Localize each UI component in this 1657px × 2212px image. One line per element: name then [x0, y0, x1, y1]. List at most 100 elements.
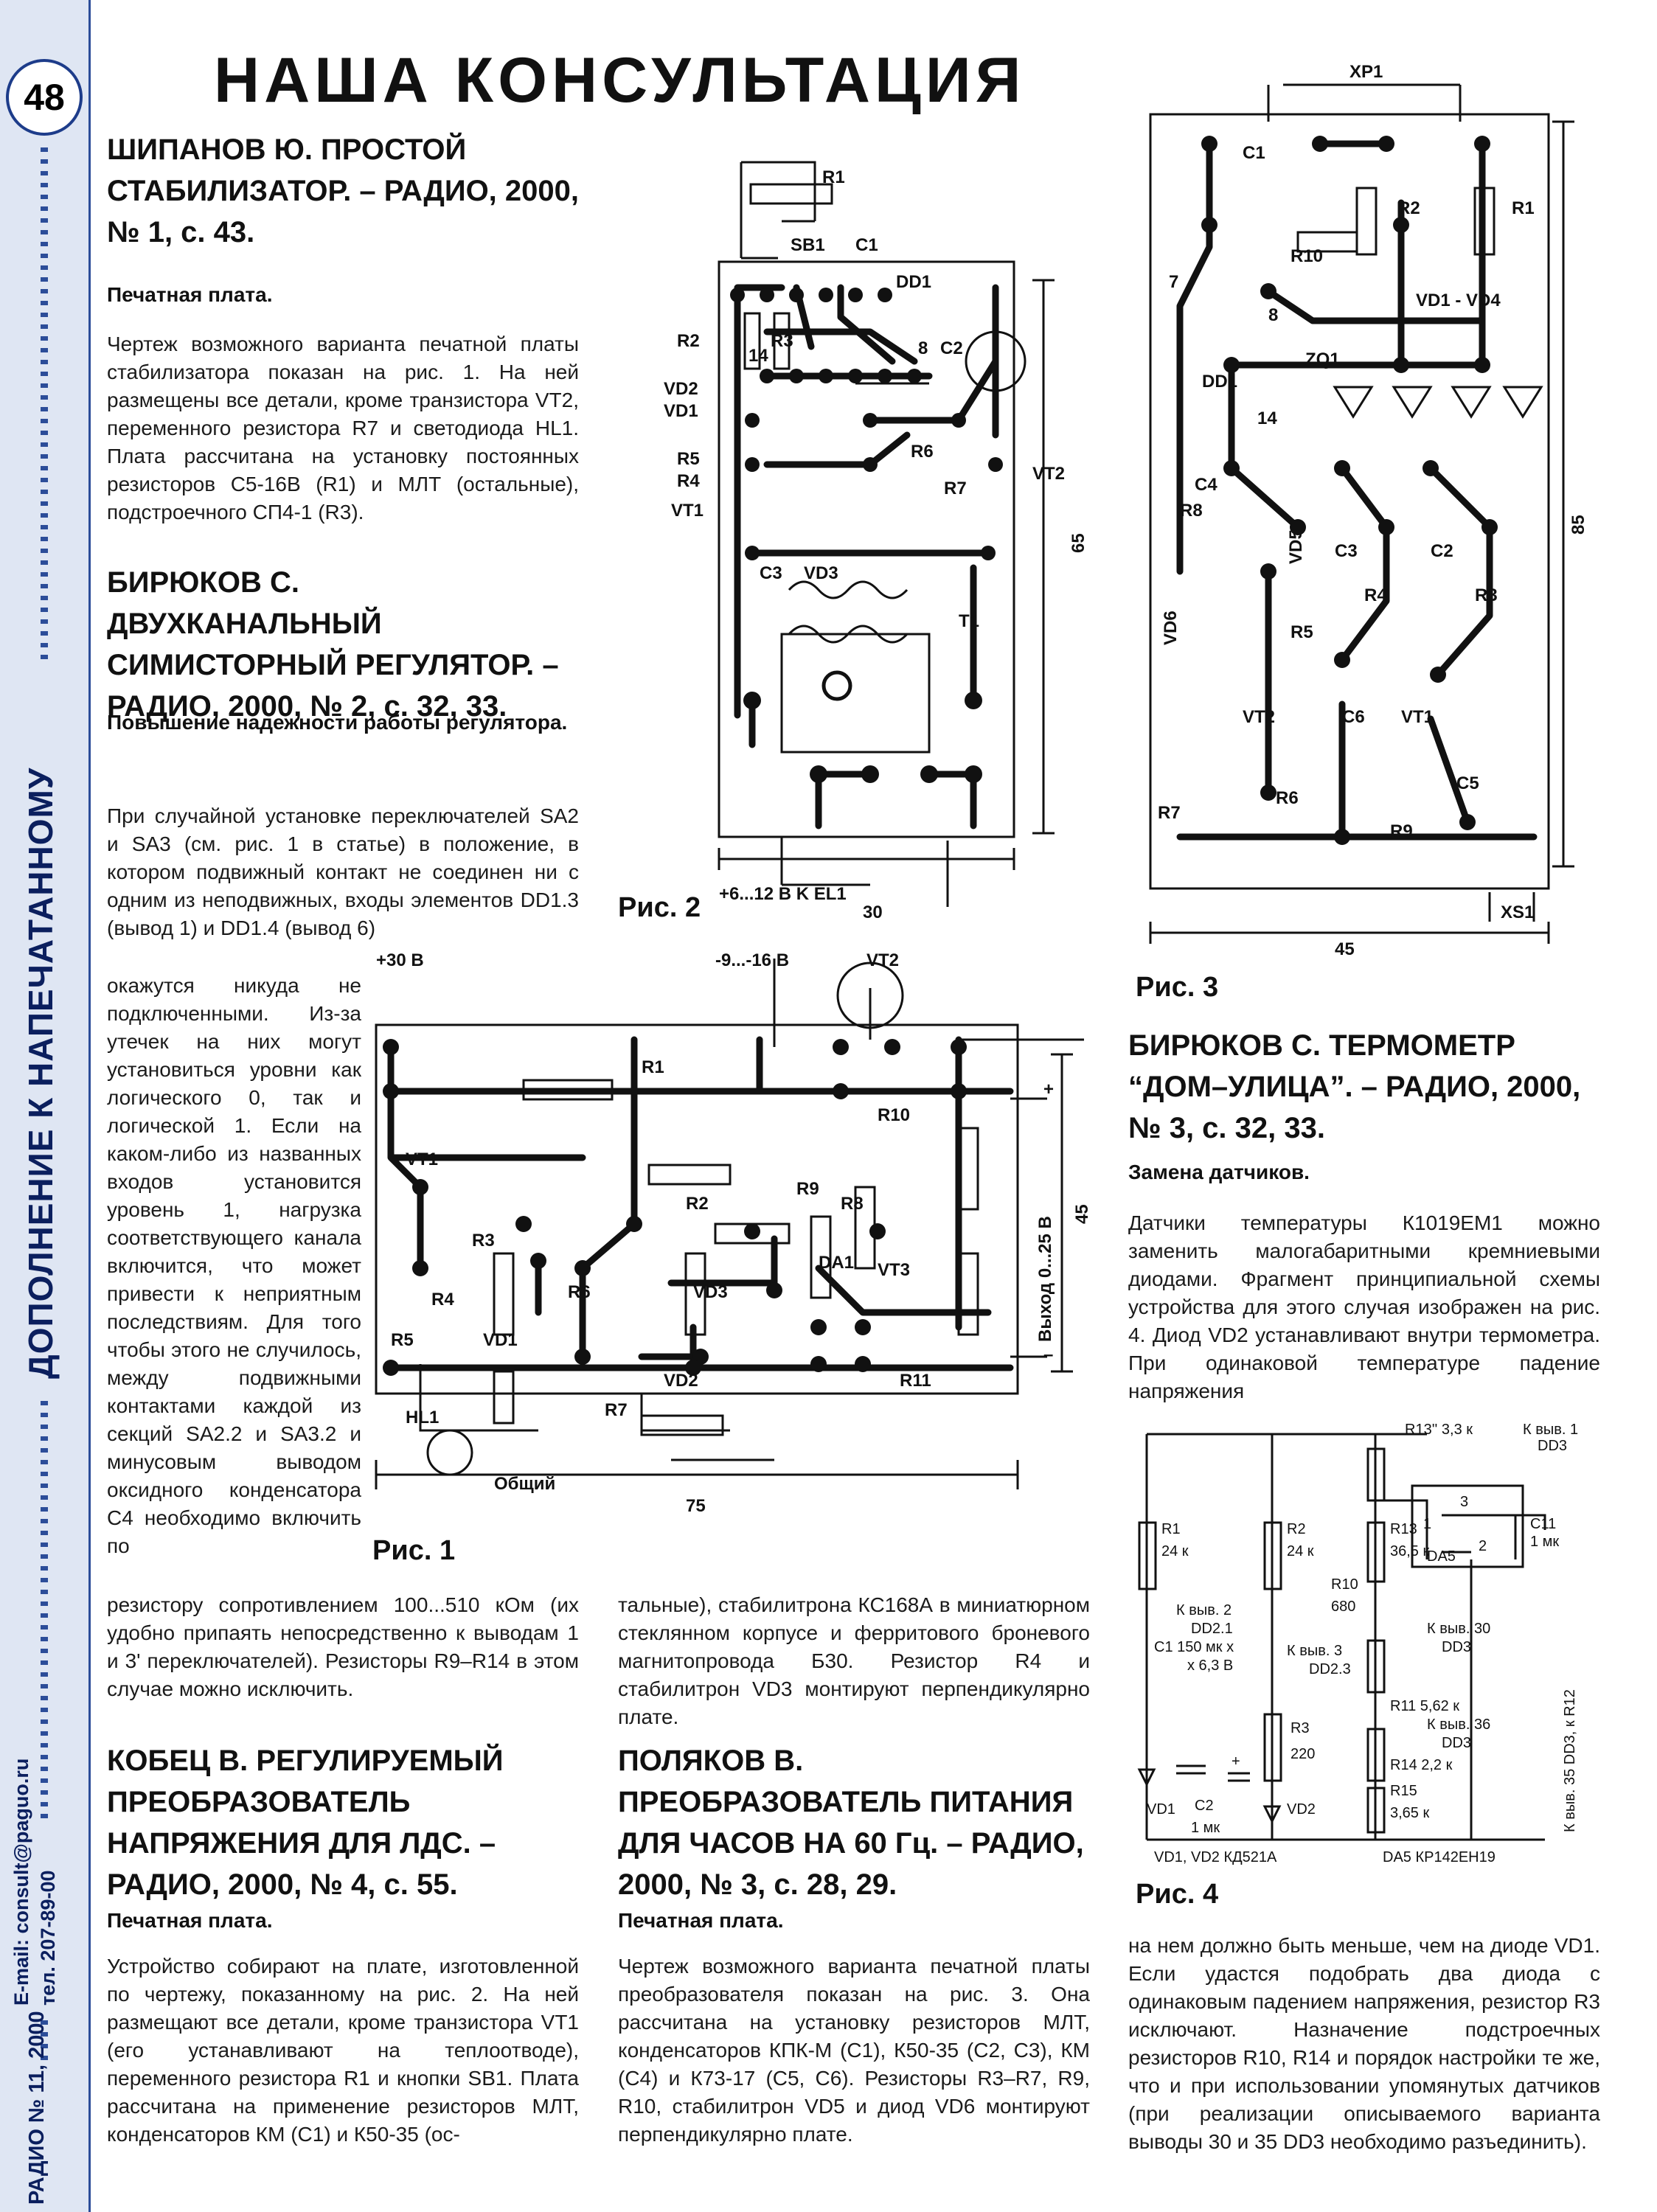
- article-title: КОБЕЦ В. РЕГУЛИРУЕМЫЙ ПРЕОБРАЗОВАТЕЛЬ НА…: [107, 1745, 504, 1901]
- label-dim85: 85: [1569, 515, 1588, 535]
- article-body: Датчики температуры К1019ЕМ1 можно замен…: [1128, 1211, 1600, 1402]
- figure-4-schematic: R13'' 3,3 к К выв. 1 DD3 R1 24 к R2 24 к…: [1137, 1422, 1578, 1865]
- article-subtitle: Печатная плата.: [107, 283, 273, 306]
- label-r7: R7: [1158, 803, 1181, 823]
- label-plus30: +30 В: [376, 950, 424, 970]
- label-r8: R8: [841, 1194, 864, 1214]
- label-dim45: 45: [1072, 1204, 1092, 1224]
- label-c5: C5: [1456, 773, 1479, 793]
- label-c3: C3: [1335, 541, 1358, 561]
- label-r7: R7: [944, 479, 967, 498]
- sidebar-phone: тел. 207-89-00: [37, 1870, 59, 2006]
- label-c3: C3: [760, 563, 782, 583]
- label-hl1: HL1: [406, 1408, 439, 1427]
- label-dim65: 65: [1069, 533, 1088, 553]
- label-vd2: VD2: [664, 1371, 698, 1391]
- figure-1-caption: Рис. 1: [372, 1535, 456, 1566]
- article-subtitle: Печатная плата.: [618, 1909, 784, 1932]
- label-r3: R3: [472, 1231, 495, 1251]
- label-r9: R9: [1390, 821, 1413, 841]
- label-dim45: 45: [1335, 939, 1355, 959]
- label-c1: C1: [855, 235, 878, 255]
- label-c2: C2: [1431, 541, 1453, 561]
- label-plus: +: [1232, 1753, 1240, 1770]
- label-r13: R13: [1390, 1521, 1417, 1537]
- label-8: 8: [918, 338, 928, 358]
- label-r2: R2: [1287, 1521, 1306, 1537]
- label-14: 14: [748, 346, 768, 366]
- label-c4: C4: [1195, 475, 1217, 495]
- article-body: тальные), стабилитрона КС168А в миниатюр…: [618, 1593, 1090, 1728]
- label-r13s: R13'' 3,3 к: [1405, 1422, 1473, 1438]
- label-vd2: VD2: [1287, 1801, 1316, 1818]
- label-r8: R8: [1180, 501, 1203, 521]
- figure-2-caption: Рис. 2: [618, 892, 701, 923]
- label-kv2: К выв. 2: [1176, 1602, 1232, 1618]
- label-r4: R4: [677, 471, 700, 491]
- figure-1-pcb: +30 В -9...-16 В VT2 R1 R10 VT1 R2 R9 R8…: [375, 950, 1092, 1516]
- label-kv3: К выв. 3: [1287, 1643, 1342, 1659]
- label-vd1: VD1: [664, 401, 698, 421]
- label-bottom: +6...12 В K EL1: [719, 884, 847, 904]
- label-r1v: 24 к: [1161, 1543, 1189, 1559]
- label-r11: R11: [900, 1371, 931, 1391]
- label-r2: R2: [1397, 198, 1420, 218]
- label-c2: C2: [940, 338, 963, 358]
- label-r1: R1: [1512, 198, 1535, 218]
- label-da5: DA5: [1427, 1548, 1456, 1565]
- sidebar-issue: РАДИО № 11, 2000: [25, 2011, 49, 2205]
- label-r6: R6: [911, 442, 934, 462]
- label-r10v: 680: [1331, 1599, 1355, 1615]
- article-body: Устройство собирают на плате, изготовлен…: [107, 1955, 579, 2146]
- label-sb1: SB1: [791, 235, 825, 255]
- label-dd3c: DD3: [1442, 1735, 1471, 1751]
- label-r7: R7: [605, 1400, 628, 1420]
- label-c11v: 1 мк: [1530, 1534, 1559, 1550]
- article-subtitle: Повышение надежности работы регулятора.: [107, 711, 568, 734]
- figure-4-caption: Рис. 4: [1136, 1879, 1219, 1910]
- pcb-pads: [383, 1039, 967, 1376]
- label-n3: 3: [1460, 1494, 1468, 1510]
- label-da1: DA1: [819, 1253, 854, 1273]
- page-header: НАША КОНСУЛЬТАЦИЯ: [214, 45, 1026, 116]
- label-dd3b: DD3: [1442, 1639, 1471, 1655]
- label-r3: R3: [771, 331, 793, 351]
- page-number: 48: [6, 59, 83, 136]
- label-vd2: VD2: [664, 379, 698, 399]
- label-minus: –: [1043, 1345, 1053, 1365]
- label-vd3: VD3: [804, 563, 838, 583]
- label-dd23: DD2.3: [1309, 1661, 1351, 1677]
- label-vt2: VT2: [866, 950, 899, 970]
- label-dd1: DD1: [896, 272, 931, 292]
- article-body: Чертеж возможного варианта печатной плат…: [618, 1955, 1090, 2146]
- label-dim75: 75: [686, 1496, 706, 1516]
- article-subtitle: Замена датчиков.: [1128, 1161, 1310, 1183]
- label-vt1: VT1: [406, 1150, 438, 1169]
- label-r3: R3: [1475, 585, 1498, 605]
- label-c11: C11: [1530, 1516, 1556, 1532]
- label-r5: R5: [391, 1330, 414, 1350]
- label-vt1: VT1: [1401, 707, 1434, 727]
- label-zq1: ZQ1: [1305, 349, 1340, 369]
- label-xs1: XS1: [1501, 902, 1534, 922]
- figure-3-caption: Рис. 3: [1136, 972, 1219, 1003]
- label-kvyv1: К выв. 1: [1523, 1422, 1578, 1438]
- label-c2v: 1 мк: [1191, 1820, 1220, 1836]
- label-vout: Выход 0...25 В: [1035, 1216, 1055, 1342]
- label-vt2: VT2: [1243, 707, 1275, 727]
- label-r2v: 24 к: [1287, 1543, 1314, 1559]
- label-r15v: 3,65 к: [1390, 1805, 1429, 1821]
- label-r1: R1: [1161, 1521, 1181, 1537]
- figure-3-pcb: XP1 C1 R2 R1 R10 7 8 VD1 - VD4 ZQ1 DD1 1…: [1149, 62, 1588, 959]
- label-dd21: DD2.1: [1191, 1621, 1233, 1637]
- label-plus: +: [1043, 1079, 1054, 1099]
- label-r2: R2: [686, 1194, 709, 1214]
- label-minus916: -9...-16 В: [715, 950, 789, 970]
- article-body: резистору сопротивлением 100...510 кОм (…: [107, 1593, 579, 1700]
- label-c2: C2: [1195, 1798, 1214, 1814]
- label-r14: R14 2,2 к: [1390, 1757, 1453, 1773]
- article-body: окажутся никуда не подключенными. Из-за …: [107, 974, 361, 1557]
- label-vd6: VD6: [1161, 611, 1181, 645]
- label-t1: T1: [959, 611, 979, 631]
- article-body: на нем должно быть меньше, чем на диоде …: [1128, 1934, 1600, 2153]
